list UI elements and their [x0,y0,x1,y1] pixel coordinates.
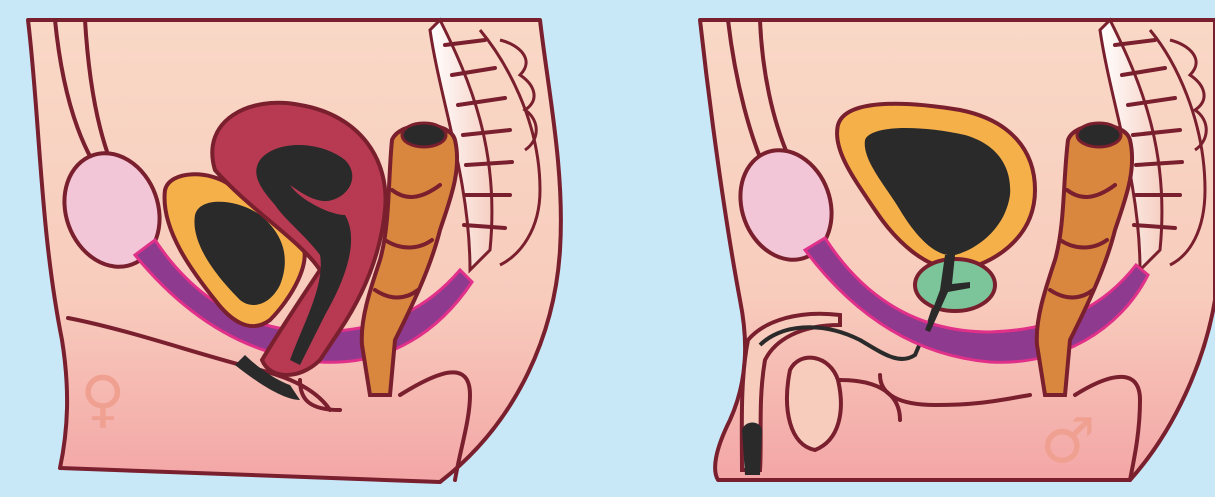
male-scrotum [787,358,841,450]
female-diagram: ♀ [28,20,561,482]
female-rectum-lumen [402,123,446,147]
male-rectum-lumen [1077,123,1121,147]
female-symbol: ♀ [80,362,125,435]
male-diagram: ♂ [700,20,1215,480]
male-glans [742,423,762,476]
male-symbol: ♂ [1040,404,1096,477]
